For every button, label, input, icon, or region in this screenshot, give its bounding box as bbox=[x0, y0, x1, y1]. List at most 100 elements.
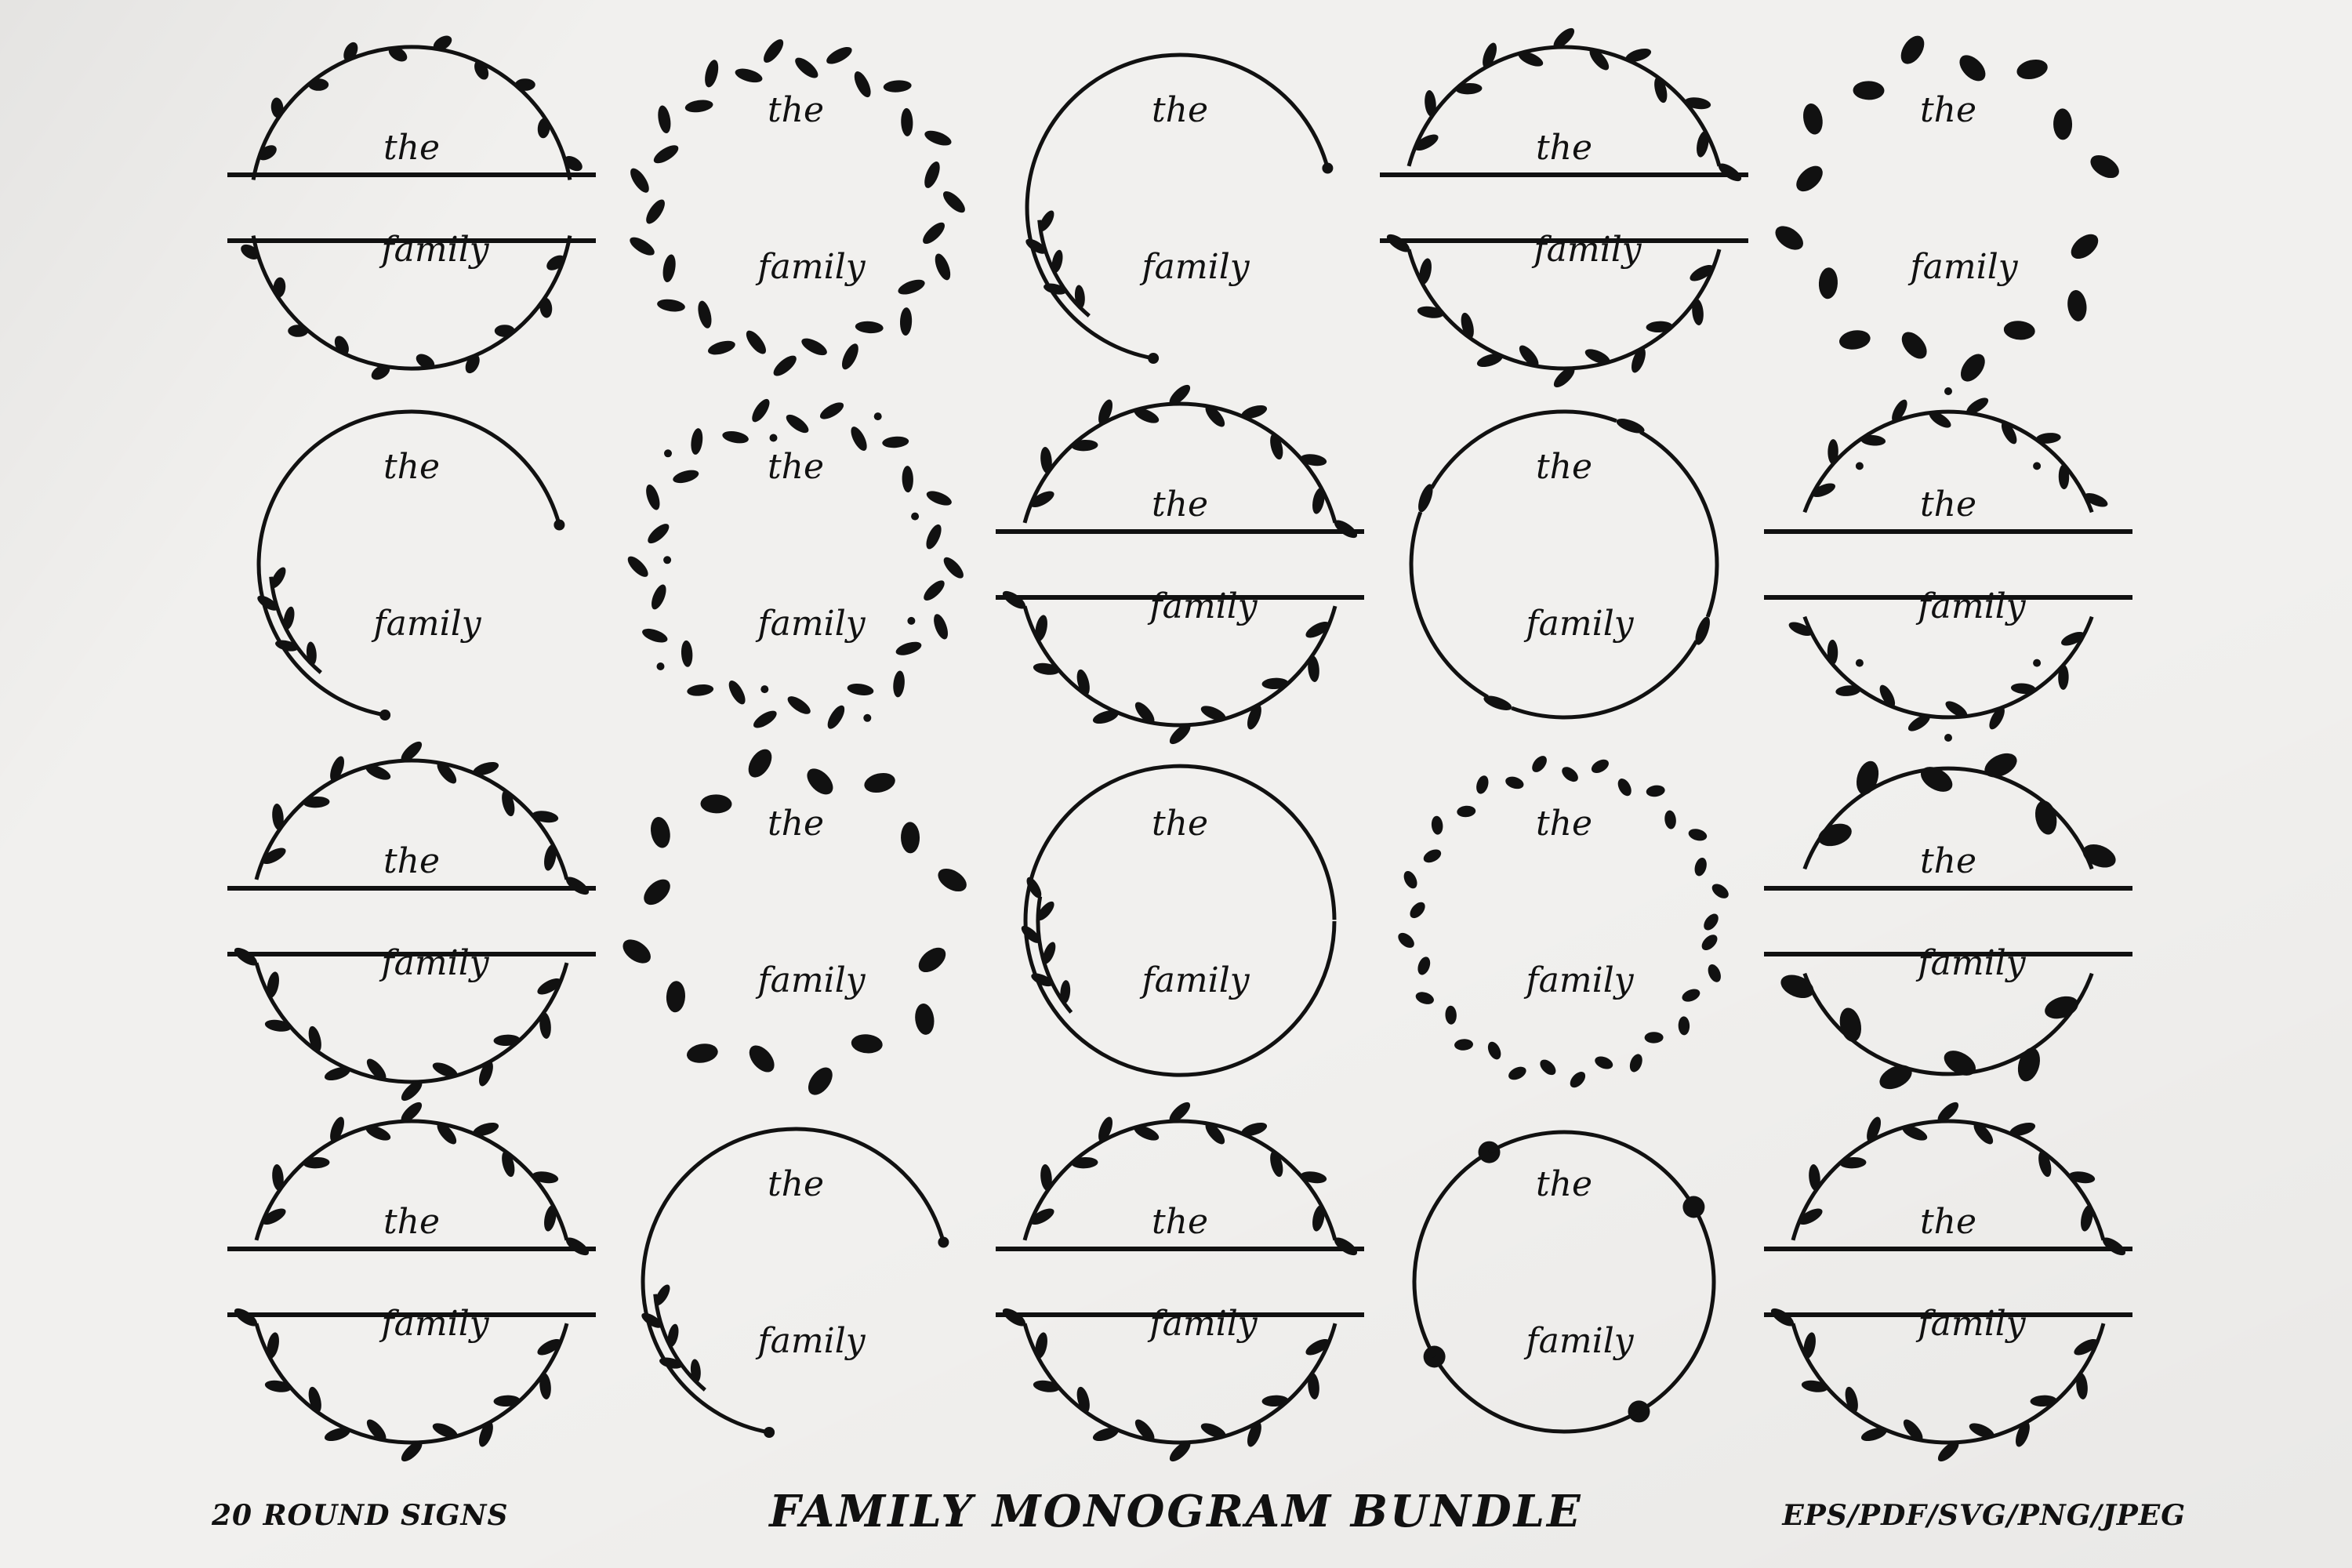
leaf bbox=[1134, 1419, 1155, 1442]
drop-leaf bbox=[651, 817, 670, 848]
drop-leaf bbox=[901, 822, 920, 854]
word-family: family bbox=[1915, 943, 2026, 983]
word-family: family bbox=[371, 604, 481, 644]
word-family: family bbox=[755, 1321, 866, 1361]
drop-leaf bbox=[1780, 975, 1814, 999]
leaf bbox=[1031, 973, 1054, 987]
leaf bbox=[1584, 349, 1610, 365]
leaf bbox=[1417, 956, 1431, 975]
berry-dot bbox=[911, 512, 920, 521]
word-the: the bbox=[1920, 485, 1976, 524]
vine-stem bbox=[1022, 1119, 1338, 1241]
leaf bbox=[1300, 454, 1327, 466]
leaf bbox=[1860, 434, 1886, 446]
berry-dot bbox=[760, 685, 769, 694]
leaf bbox=[1098, 399, 1113, 425]
leaf bbox=[735, 68, 763, 83]
leaf bbox=[465, 354, 480, 374]
leaf bbox=[1247, 1421, 1261, 1447]
word-the: the bbox=[768, 1164, 824, 1204]
leaf bbox=[2010, 683, 2036, 695]
leaf bbox=[893, 670, 905, 698]
leaf bbox=[1098, 1116, 1113, 1142]
leaf bbox=[564, 156, 583, 172]
leaf bbox=[1169, 1441, 1191, 1462]
leaf bbox=[272, 804, 284, 830]
leaf bbox=[1879, 684, 1896, 708]
leaf bbox=[1300, 1171, 1327, 1184]
word-family: family bbox=[1147, 1304, 1258, 1344]
frame-arc bbox=[1639, 430, 1719, 618]
leaf bbox=[1694, 857, 1707, 877]
vine-stem bbox=[254, 1323, 569, 1445]
drop-leaf bbox=[1839, 330, 1871, 350]
vine-stem bbox=[1022, 605, 1338, 728]
leaf bbox=[926, 524, 942, 550]
word-the: the bbox=[1920, 90, 1976, 130]
drop-leaf bbox=[1775, 226, 1803, 250]
leaf bbox=[1678, 1016, 1690, 1036]
leaf bbox=[1966, 397, 1989, 415]
leaf bbox=[1410, 902, 1425, 919]
word-the: the bbox=[1536, 128, 1592, 168]
leaf bbox=[1845, 1386, 1858, 1413]
leaf bbox=[324, 1427, 350, 1442]
leaf bbox=[841, 343, 858, 370]
leaf bbox=[1595, 1056, 1613, 1069]
frame-arc bbox=[1409, 511, 1489, 699]
leaf bbox=[1682, 989, 1700, 1002]
leaf bbox=[1305, 1338, 1330, 1356]
leaf bbox=[942, 191, 965, 213]
leaf bbox=[330, 1116, 345, 1142]
drop-leaf bbox=[2016, 59, 2048, 80]
leaf bbox=[851, 426, 867, 452]
word-family: family bbox=[755, 604, 866, 644]
leaf bbox=[330, 756, 345, 782]
leaf bbox=[1711, 884, 1729, 898]
drop-leaf bbox=[1616, 419, 1645, 434]
leaf bbox=[1134, 408, 1160, 423]
leaf bbox=[2081, 1205, 2093, 1232]
drop-leaf bbox=[1944, 1051, 1976, 1076]
word-the: the bbox=[1536, 447, 1592, 487]
leaf bbox=[267, 1332, 279, 1359]
berry-dot bbox=[1944, 734, 1952, 742]
caption-title: FAMILY MONOGRAM BUNDLE bbox=[769, 1486, 1583, 1537]
leaf bbox=[1415, 992, 1434, 1004]
leaf bbox=[2076, 1373, 2088, 1399]
leaf bbox=[1835, 685, 1861, 696]
berry-dot bbox=[769, 434, 778, 442]
leaf bbox=[537, 978, 562, 995]
leaf bbox=[366, 1058, 387, 1081]
leaf bbox=[539, 1373, 551, 1399]
leaf bbox=[707, 340, 735, 355]
leaf bbox=[261, 1208, 286, 1225]
word-the: the bbox=[1152, 90, 1208, 130]
leaf bbox=[532, 1171, 559, 1184]
leaf bbox=[1827, 639, 1838, 665]
leaf bbox=[2030, 1395, 2057, 1407]
leaf bbox=[401, 1080, 423, 1102]
word-family: family bbox=[755, 960, 866, 1000]
leaf bbox=[1519, 345, 1539, 368]
drop-leaf bbox=[918, 947, 946, 973]
leaf bbox=[1461, 312, 1474, 339]
leaf bbox=[273, 277, 286, 298]
berry-dot bbox=[1855, 659, 1864, 667]
word-the: the bbox=[383, 1202, 440, 1242]
leaf bbox=[943, 557, 964, 579]
swirl-arc bbox=[1412, 1150, 1490, 1358]
leaf bbox=[539, 297, 553, 318]
leaf bbox=[1625, 48, 1652, 63]
leaf bbox=[705, 60, 719, 88]
leaf bbox=[1973, 1122, 1994, 1145]
leaf bbox=[478, 1061, 493, 1087]
leaf bbox=[1457, 805, 1476, 818]
drop-leaf bbox=[1803, 103, 1823, 135]
leaf bbox=[627, 556, 648, 577]
leaf bbox=[1205, 1122, 1225, 1145]
leaf bbox=[1629, 1054, 1642, 1073]
leaf bbox=[270, 567, 286, 589]
drop-leaf bbox=[2082, 844, 2116, 868]
